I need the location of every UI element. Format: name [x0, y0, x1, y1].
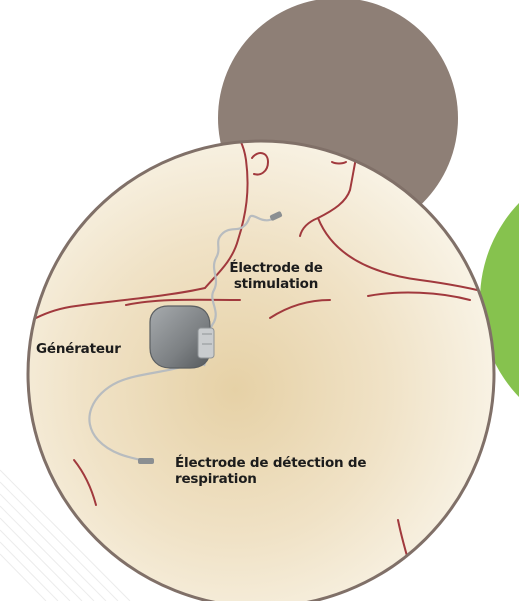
generator-device-icon — [150, 306, 214, 368]
respiration-electrode-label: Électrode de détection de respiration — [175, 455, 415, 487]
respiration-electrode-tip — [138, 458, 154, 464]
generator-label: Générateur — [36, 341, 121, 357]
stimulation-electrode-label: Électrode de stimulation — [206, 260, 346, 292]
main-circle-background — [28, 141, 494, 601]
